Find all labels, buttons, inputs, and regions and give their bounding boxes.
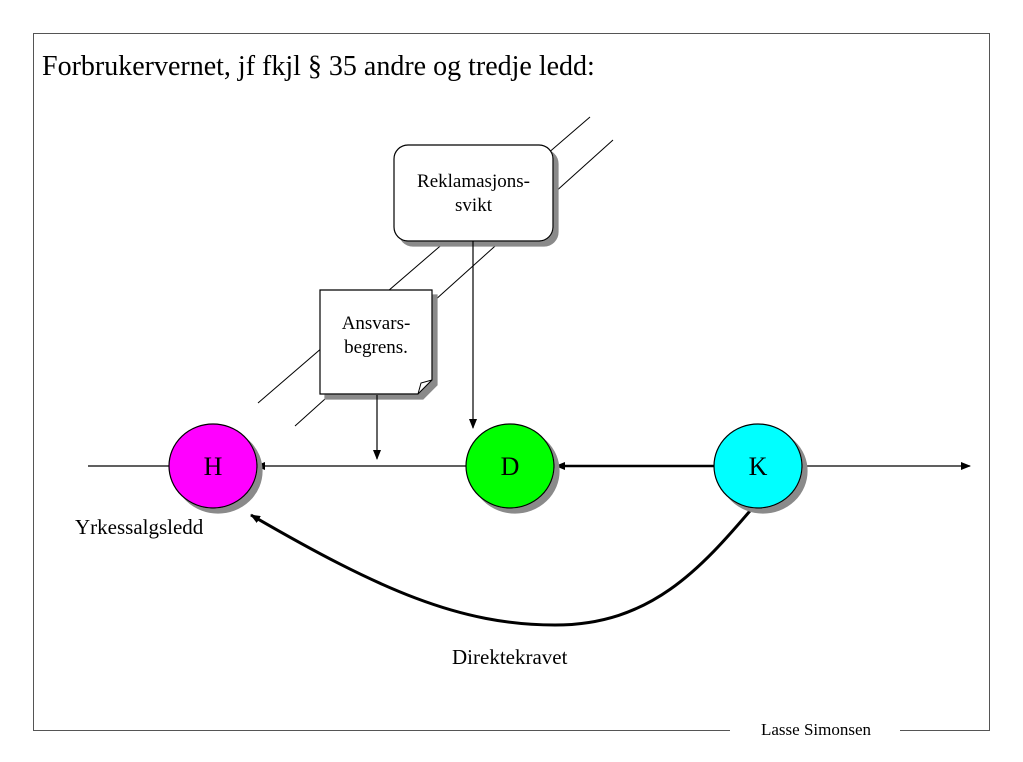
- footer-author: Lasse Simonsen: [736, 720, 896, 740]
- ansvarsbegrensning-note: [319, 289, 433, 395]
- node-d-circle: [465, 423, 555, 509]
- footer-rule-right: [900, 730, 989, 731]
- node-k: [713, 423, 803, 509]
- direktekravet-label: Direktekravet: [452, 645, 568, 669]
- ansvarsbegrensning-line1: Ansvars-: [341, 313, 411, 334]
- node-d: [465, 423, 555, 509]
- node-h-label: H: [203, 452, 223, 481]
- node-h: [168, 423, 258, 509]
- ansvarsbegrensning-text: Ansvars- begrens.: [320, 312, 432, 360]
- node-d-label: D: [500, 452, 520, 481]
- ansvarsbegrensning-line2: begrens.: [344, 337, 408, 358]
- reklamasjonssvikt-line1: Reklamasjons-: [417, 171, 530, 192]
- direktekravet-curve: [250, 504, 757, 627]
- node-k-label: K: [748, 452, 768, 481]
- node-h-circle: [168, 423, 258, 509]
- slide-title: Forbrukervernet, jf fkjl § 35 andre og t…: [42, 51, 595, 82]
- slide-frame: [33, 33, 990, 731]
- reklamasjonssvikt-text: Reklamasjons- svikt: [394, 170, 553, 218]
- reklamasjonssvikt-line2: svikt: [455, 195, 492, 216]
- node-k-circle: [713, 423, 803, 509]
- note-folded-corner: [417, 379, 433, 395]
- yrkessalgsledd-label: Yrkessalgsledd: [75, 515, 204, 539]
- footer-rule-left: [33, 730, 730, 731]
